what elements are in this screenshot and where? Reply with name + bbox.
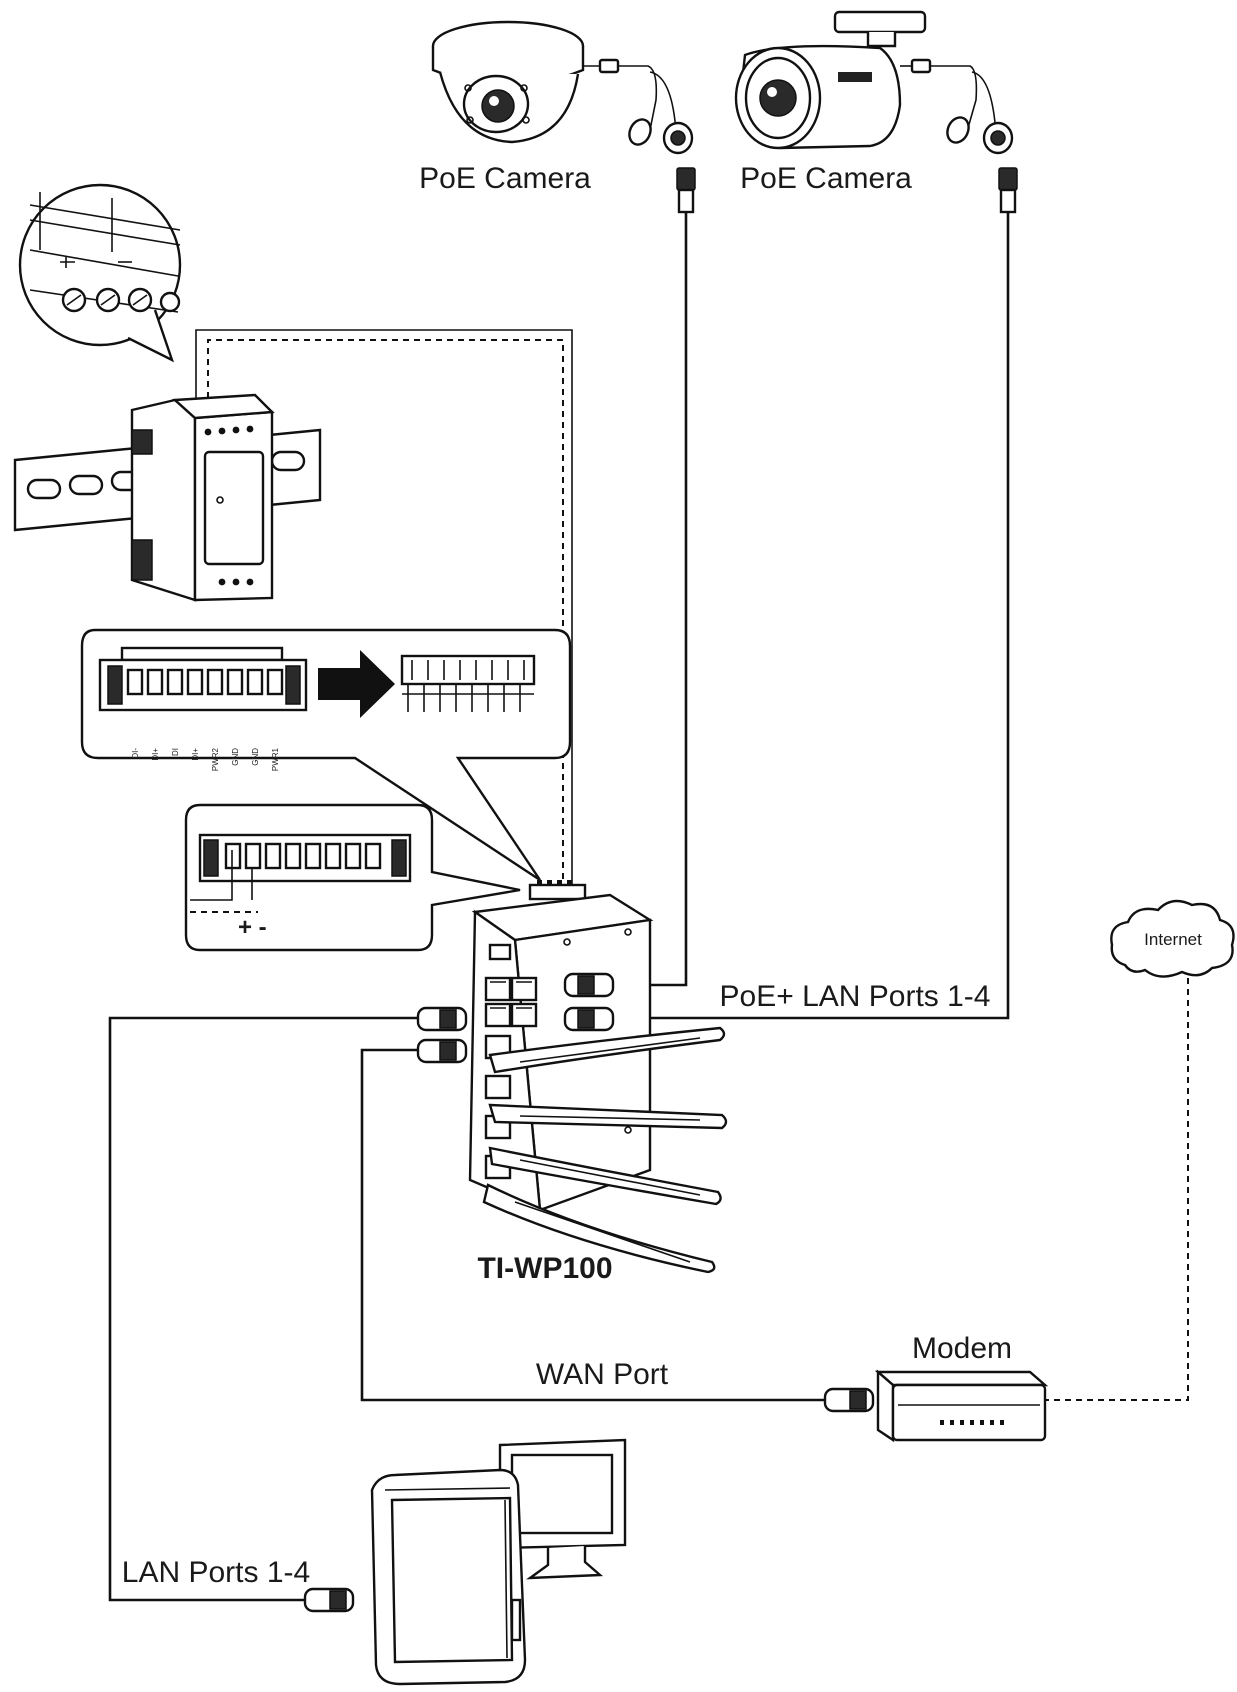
pin-label-7: GND bbox=[251, 748, 260, 766]
cable-camera1-to-poe1 bbox=[613, 210, 688, 987]
pin-label-6: GND bbox=[231, 748, 240, 766]
pin-label-5: PWR2 bbox=[211, 747, 220, 771]
terminal-zoom-callout bbox=[18, 183, 182, 363]
pin-label-1: DI- bbox=[131, 748, 140, 759]
modem-icon bbox=[874, 1369, 1049, 1443]
computer-icon bbox=[370, 1438, 627, 1686]
device-model-label: TI-WP100 bbox=[477, 1252, 612, 1285]
internet-label: Internet bbox=[1144, 930, 1202, 949]
cable-wan-to-modem bbox=[360, 1048, 825, 1402]
rj45-connector-icon bbox=[303, 972, 875, 1613]
modem-label: Modem bbox=[912, 1332, 1012, 1365]
wan-port-label: WAN Port bbox=[536, 1358, 669, 1391]
power-terminal-callout bbox=[184, 803, 521, 952]
terminal-block-callout: DI- DI+ DI DI+ PWR2 GND GND PWR1 bbox=[80, 628, 572, 882]
bullet-camera-icon bbox=[734, 10, 1014, 155]
cable-modem-to-internet bbox=[1043, 978, 1189, 1401]
pin-label-8: PWR1 bbox=[271, 747, 280, 771]
arrow-icon bbox=[318, 650, 395, 718]
camera-1-label: PoE Camera bbox=[419, 162, 591, 195]
pin-label-4: DI+ bbox=[191, 748, 200, 761]
power-wire-solid bbox=[195, 329, 573, 890]
power-polarity-label: + - bbox=[238, 914, 267, 941]
pin-label-3: DI bbox=[171, 748, 180, 756]
dome-camera-icon bbox=[431, 20, 694, 155]
cables bbox=[108, 208, 1189, 1602]
rj45-connector-icon bbox=[676, 167, 1018, 214]
cloud-icon bbox=[1110, 899, 1235, 978]
poe-lan-ports-label: PoE+ LAN Ports 1-4 bbox=[720, 980, 991, 1013]
camera-2-label: PoE Camera bbox=[740, 162, 912, 195]
power-wire-dashed bbox=[207, 339, 564, 890]
power-supply-icon bbox=[13, 393, 322, 602]
cable-camera2-to-poe2 bbox=[613, 208, 1010, 1020]
antenna-icon bbox=[482, 1026, 728, 1274]
pin-label-2: DI+ bbox=[151, 748, 160, 761]
cable-lan-to-computer bbox=[108, 1016, 420, 1602]
lan-ports-label: LAN Ports 1-4 bbox=[122, 1556, 310, 1589]
